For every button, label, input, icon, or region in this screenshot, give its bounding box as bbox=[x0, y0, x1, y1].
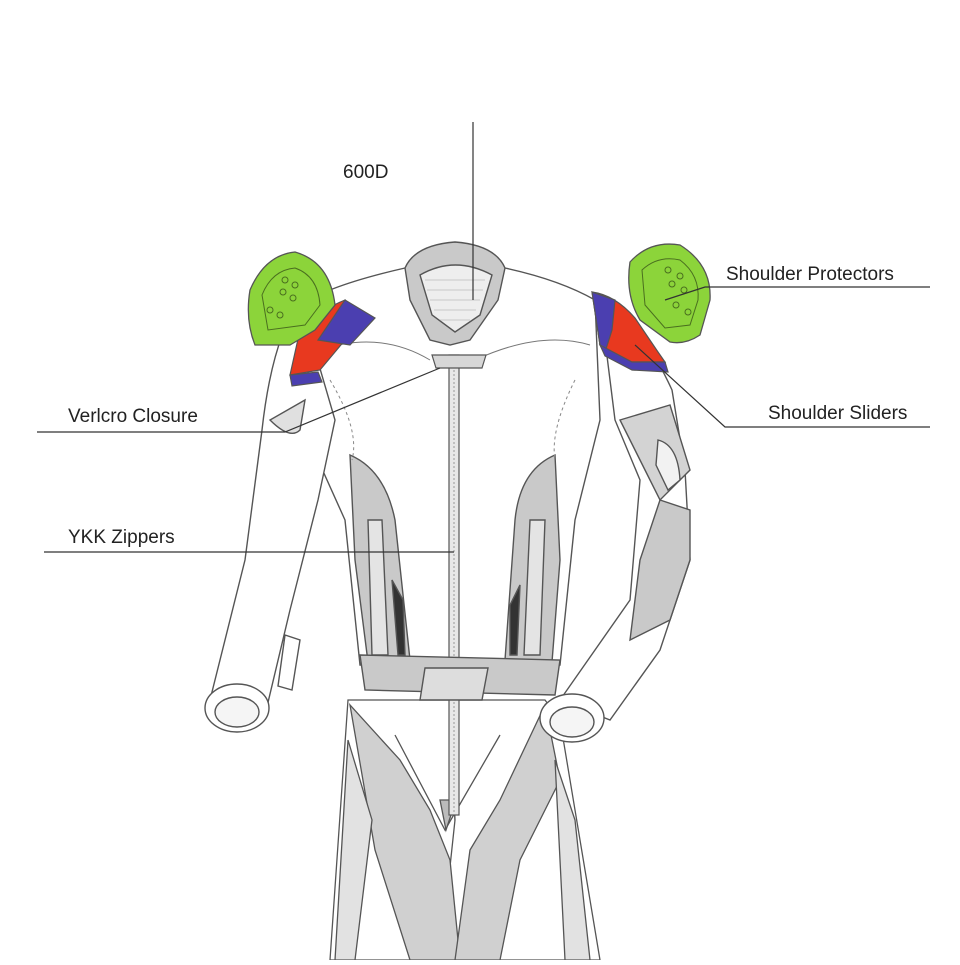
label-shoulder-sliders: Shoulder Sliders bbox=[768, 404, 907, 423]
label-600d: 600D bbox=[343, 163, 388, 182]
label-velcro-closure: Verlcro Closure bbox=[68, 407, 198, 426]
label-ykk-zippers: YKK Zippers bbox=[68, 528, 175, 547]
waist-belt bbox=[360, 655, 560, 700]
label-shoulder-protectors: Shoulder Protectors bbox=[726, 265, 894, 284]
